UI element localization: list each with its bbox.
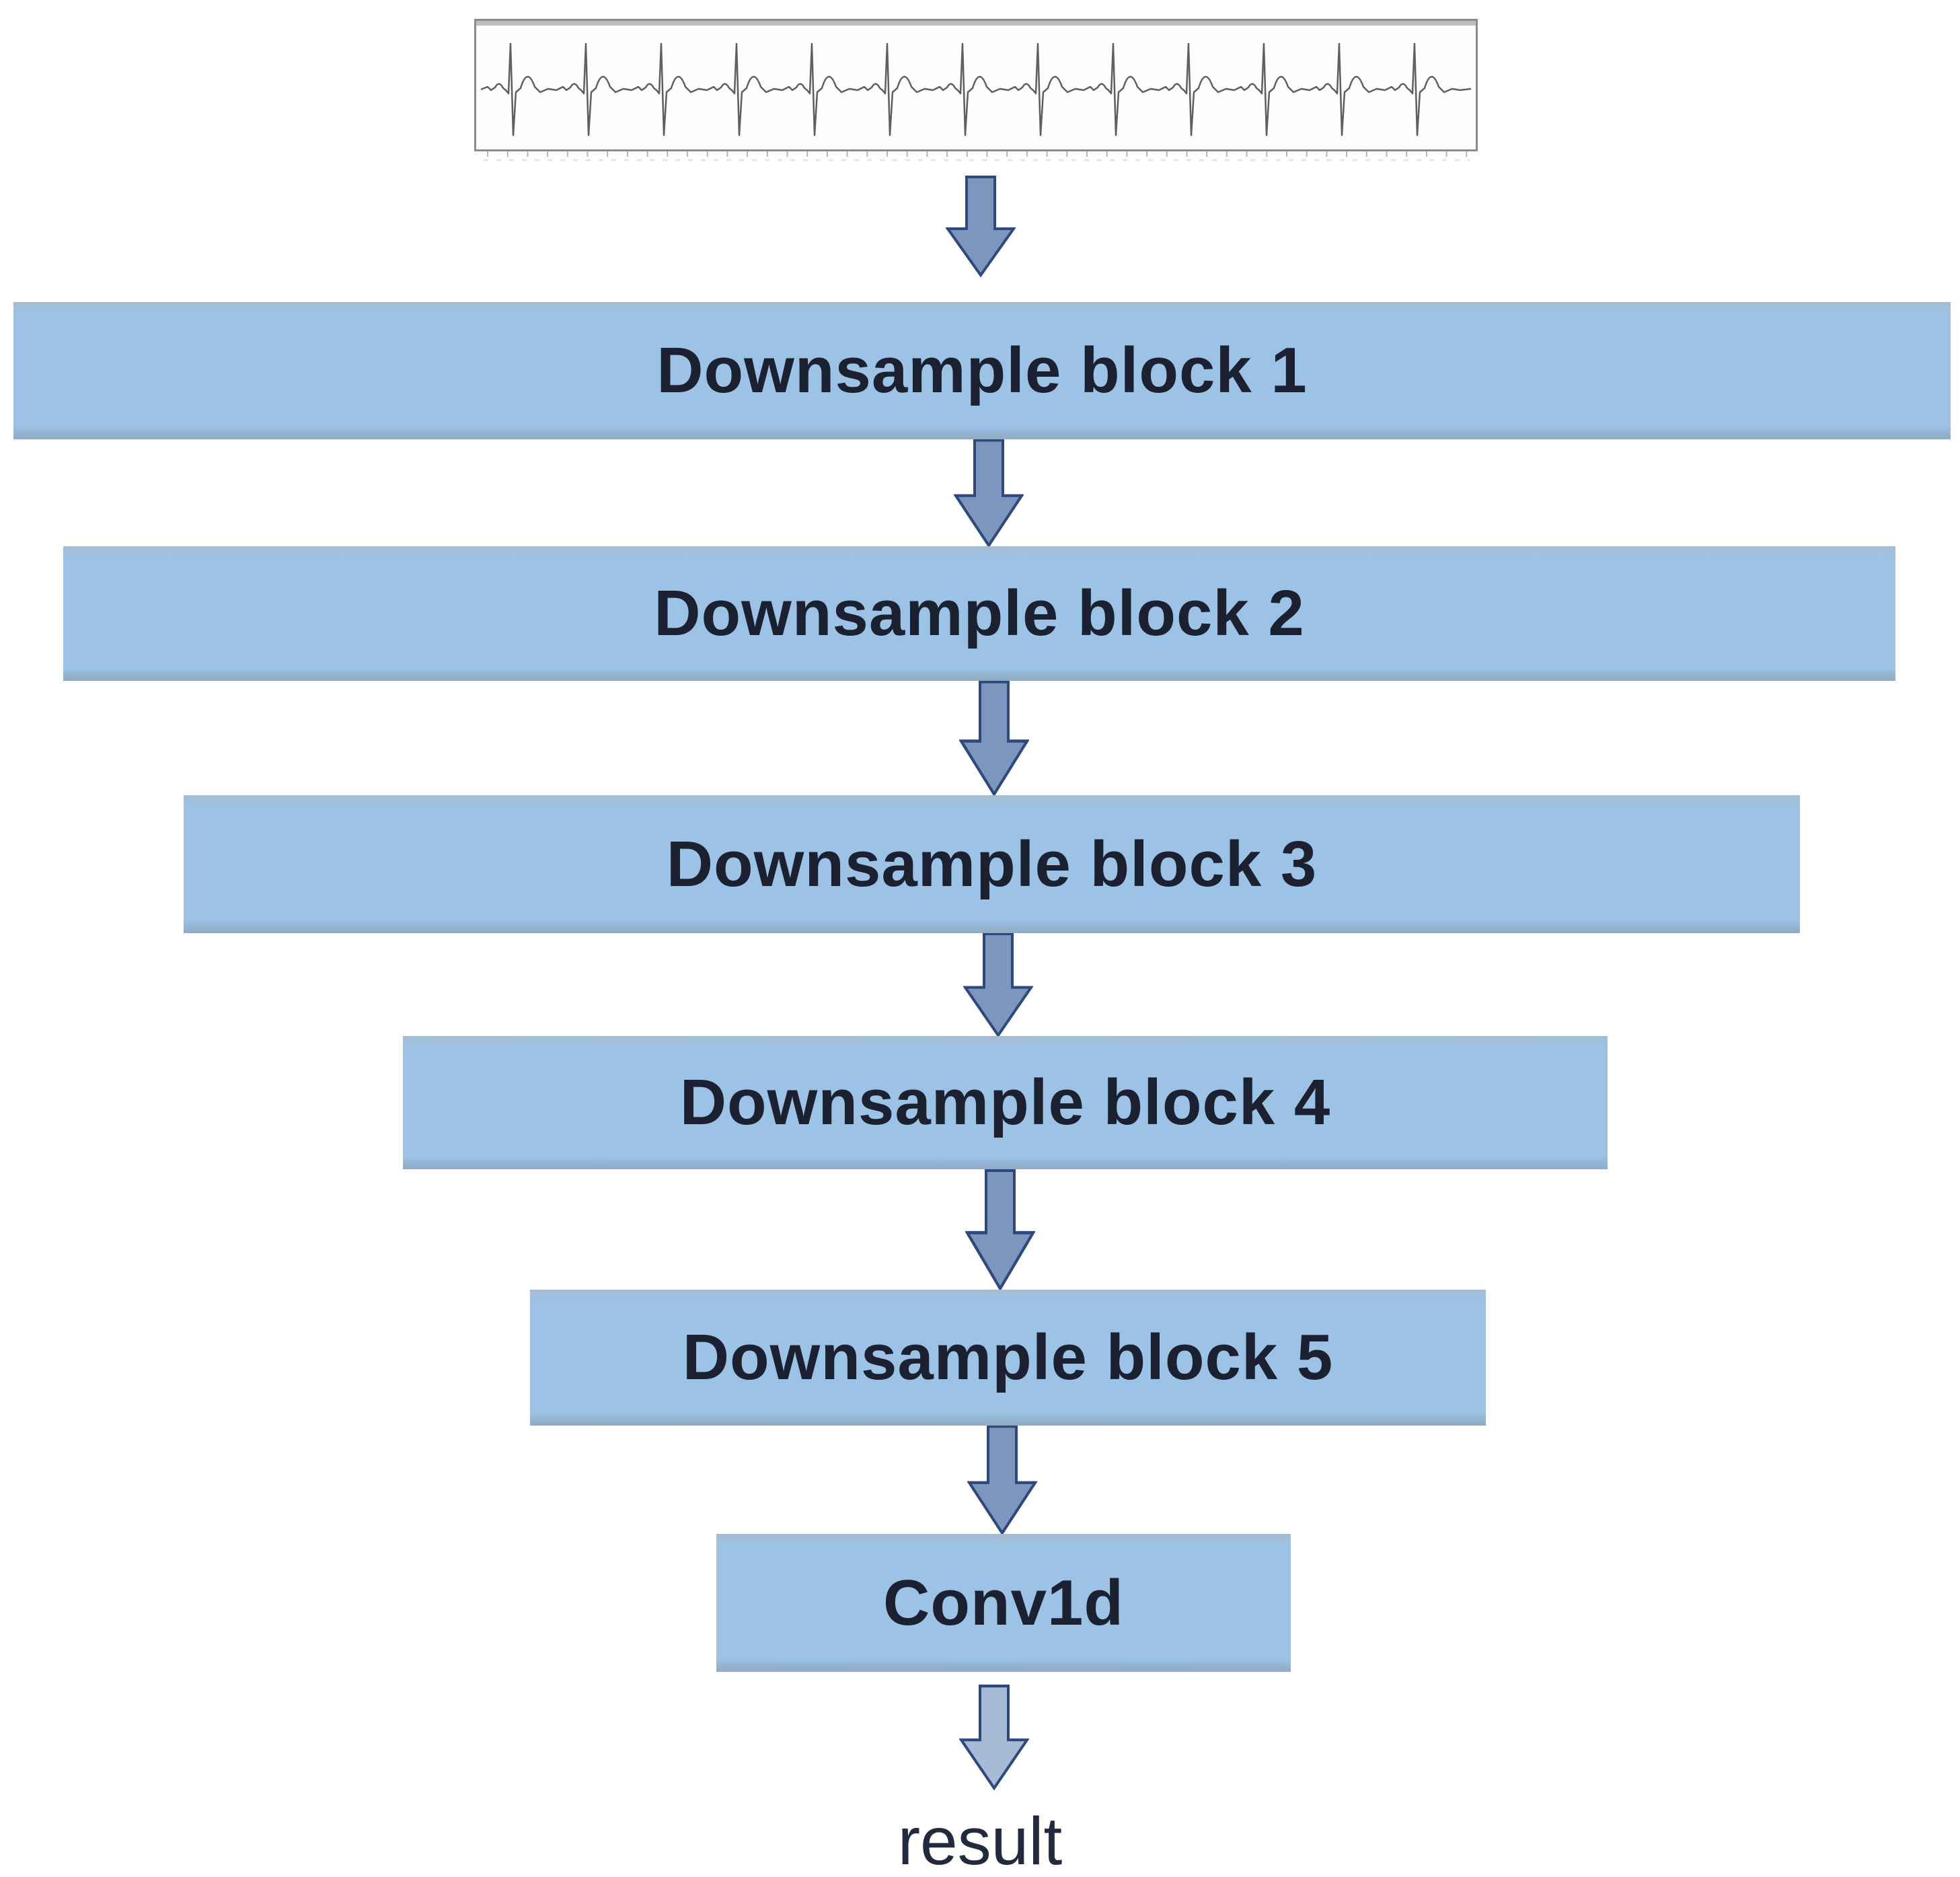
downsample-block-2: Downsample block 2 xyxy=(63,546,1895,681)
conv1d-block-label: Conv1d xyxy=(882,1566,1125,1639)
down-arrow-5 xyxy=(965,1168,1035,1291)
downsample-block-5: Downsample block 5 xyxy=(530,1290,1486,1426)
downsample-block-1-label: Downsample block 1 xyxy=(656,334,1308,406)
ecg-axis-ticks xyxy=(487,151,1468,157)
ecg-frame xyxy=(474,19,1478,151)
ecg-strip-svg xyxy=(474,19,1478,161)
downsample-block-1: Downsample block 1 xyxy=(13,302,1951,439)
downsample-block-3: Downsample block 3 xyxy=(184,795,1800,933)
ecg-frame-top-band xyxy=(476,21,1476,26)
down-arrow-2 xyxy=(954,438,1024,548)
ecg-input-image xyxy=(474,19,1478,163)
down-arrow-6 xyxy=(967,1424,1037,1535)
downsample-block-4: Downsample block 4 xyxy=(403,1036,1608,1169)
down-arrow-4 xyxy=(963,932,1033,1037)
result-label: result xyxy=(897,1804,1063,1877)
downsample-block-3-label: Downsample block 3 xyxy=(666,827,1318,900)
down-arrow-1 xyxy=(946,175,1016,277)
downsample-block-5-label: Downsample block 5 xyxy=(682,1321,1334,1393)
downsample-block-2-label: Downsample block 2 xyxy=(654,577,1305,649)
ecg-waveform xyxy=(480,42,1472,137)
downsample-block-4-label: Downsample block 4 xyxy=(679,1066,1331,1138)
down-arrow-3 xyxy=(959,679,1029,797)
down-arrow-7 xyxy=(959,1684,1029,1790)
conv1d-block: Conv1d xyxy=(716,1534,1291,1672)
